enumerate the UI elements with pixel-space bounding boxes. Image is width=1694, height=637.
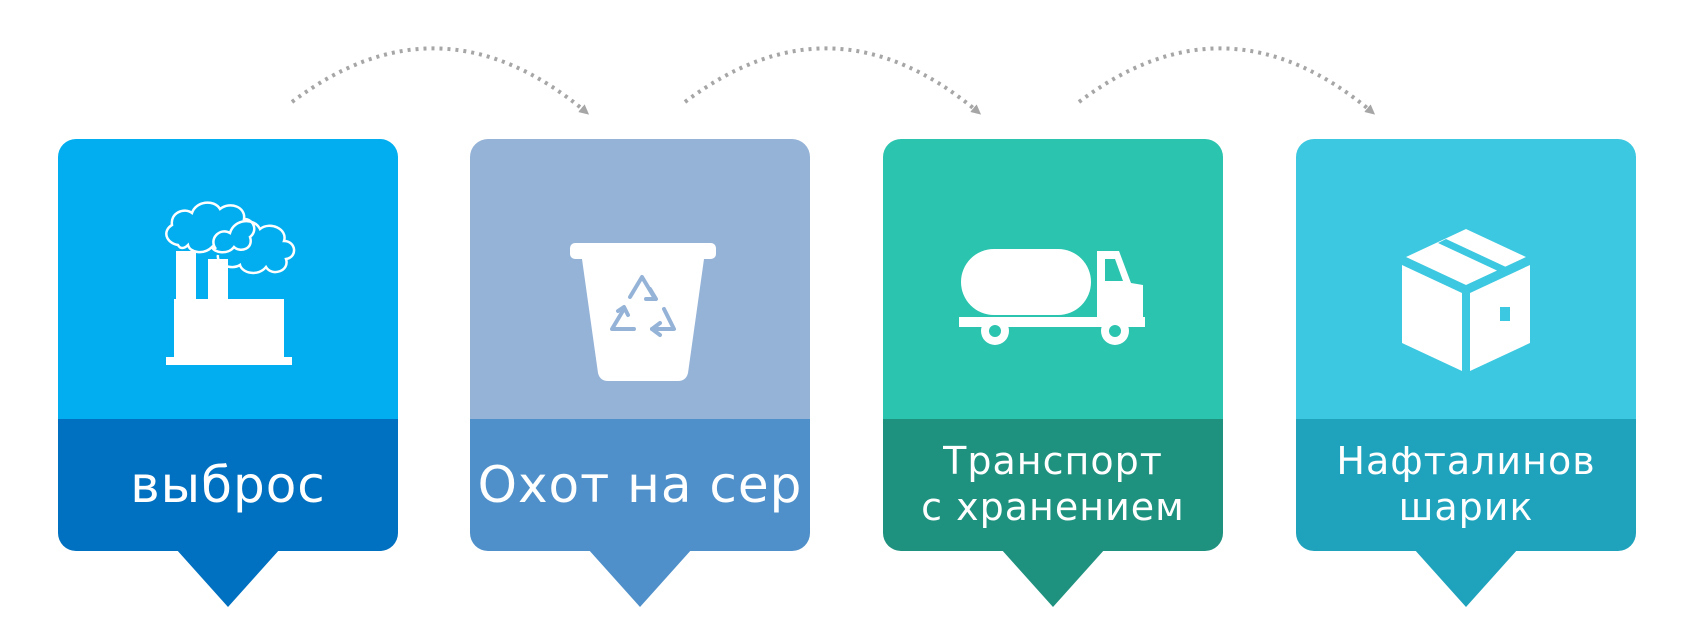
connector-arrow-1: [290, 46, 590, 115]
step-card-naphthalene: Нафталинов шарик: [1296, 139, 1636, 607]
recycle-bin-icon: [570, 243, 716, 381]
step-pointer: [176, 549, 280, 607]
step-card-bottom: Транспорт с хранением: [883, 419, 1223, 551]
step-label: Нафталинов шарик: [1336, 439, 1596, 529]
connector-arrow-3: [1077, 46, 1376, 115]
step-label: выброс: [130, 456, 326, 514]
step-label: Транспорт с хранением: [921, 439, 1185, 529]
connector-arrow-2: [683, 46, 982, 115]
step-card-bottom: выброс: [58, 419, 398, 551]
package-box-icon: [1402, 229, 1530, 371]
step-label: Охот на сер: [477, 456, 803, 514]
step-card-recycling: Охот на сер: [470, 139, 810, 607]
step-pointer: [588, 549, 692, 607]
tanker-truck-icon: [959, 249, 1145, 345]
factory-smoke-icon: [165, 201, 296, 365]
step-card-top: [883, 139, 1223, 419]
step-card-top: [1296, 139, 1636, 419]
step-card-emission: выброс: [58, 139, 398, 607]
step-card-top: [470, 139, 810, 419]
step-pointer: [1414, 549, 1518, 607]
step-card-bottom: Нафталинов шарик: [1296, 419, 1636, 551]
step-pointer: [1001, 549, 1105, 607]
step-card-transport: Транспорт с хранением: [883, 139, 1223, 607]
step-card-top: [58, 139, 398, 419]
step-card-bottom: Охот на сер: [470, 419, 810, 551]
